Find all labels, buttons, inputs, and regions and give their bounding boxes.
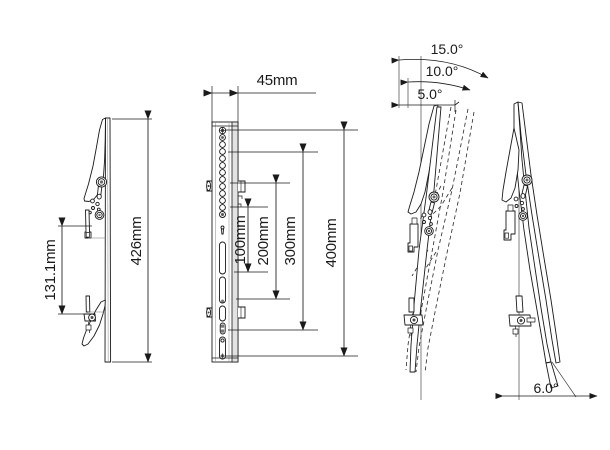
tilt-lower-clamp [403,297,424,336]
dimension-label-angle-10: 10.0° [426,63,459,79]
lower-arm-profile [81,299,106,347]
tilt-upper-pivot [427,191,440,215]
tilt-bracket-arm [407,104,442,373]
dimension-label-angle-15: 15.0° [431,41,464,57]
reverse-fastener-cluster [513,196,525,211]
dimension-200mm [230,174,290,300]
reverse-upper-clamp [503,204,516,241]
dimension-label-45mm: 45mm [257,72,298,89]
view-front-wall-plate [206,121,246,363]
dimension-angle-10 [400,78,471,108]
dimension-300mm [228,143,318,331]
tilt-fastener-cluster [421,212,433,226]
side-lug-upper [206,180,213,192]
hook-tab-lower [238,306,246,319]
dimension-angle-6 [495,361,598,399]
mounting-hole-column [218,126,227,235]
dimension-131-1mm [58,217,92,315]
tilt-upper-clamp [407,217,419,253]
view-side-profile-left [81,117,112,363]
dimension-45mm [203,86,316,124]
dimension-label-131-1mm: 131.1mm [42,239,59,300]
side-lug-lower [206,307,213,318]
reverse-upper-pivot [520,174,533,199]
dimension-label-angle-6: 6.0° [533,380,558,396]
hook-tab-upper [238,180,246,193]
dimension-label-100mm: 100mm [232,215,249,264]
view-reverse-tilt [501,101,561,400]
wall-plate-flange [231,121,239,363]
dimension-label-300mm: 300mm [282,216,299,265]
dimension-label-426mm: 426mm [128,216,145,265]
mid-pivot-assembly [94,210,105,220]
view-tilt-range [403,56,475,400]
arm-tip [545,361,559,389]
dimension-label-400mm: 400mm [323,218,340,267]
dimension-label-angle-5: 5.0° [417,86,442,102]
reverse-tilt-arm [501,101,561,364]
reverse-lower-clamp [508,295,536,337]
fastener-cluster [88,198,101,215]
upper-pivot-assembly [95,176,108,200]
tilt-mid-pivot [424,226,434,236]
dimension-426mm [112,110,152,363]
dimension-400mm [226,121,358,357]
screen-rail-profile [104,117,112,363]
dimension-100mm [230,198,268,273]
adjustment-slot-group [219,241,226,360]
dimension-angle-15 [391,56,489,108]
dimension-label-200mm: 200mm [255,216,272,265]
reverse-mid-pivot [518,211,528,221]
